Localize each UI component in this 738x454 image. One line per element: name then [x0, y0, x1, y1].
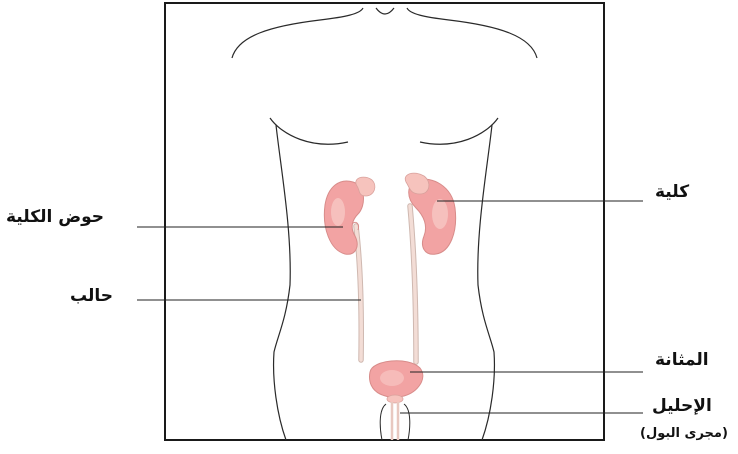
label-ureter: حالب: [70, 288, 113, 305]
left-shoulder-line: [232, 8, 363, 58]
ureters: [356, 206, 416, 362]
penis-outline: [380, 404, 410, 440]
bladder-highlight: [380, 370, 404, 386]
neck-line: [376, 8, 394, 14]
label-urethra: الإحليل: [652, 398, 712, 415]
urethra-and-penis: [380, 402, 410, 440]
bladder: [369, 361, 422, 403]
left-torso-side: [274, 125, 291, 440]
left-kidney-highlight: [331, 198, 345, 226]
urethra-tube: [392, 402, 398, 440]
label-kidney: كلية: [655, 184, 689, 201]
label-urethra-alt: (مجرى البول): [640, 427, 728, 440]
label-renal-pelvis: حوض الكلية: [6, 209, 104, 226]
left-kidney: [324, 177, 375, 254]
left-chest-line: [270, 118, 348, 144]
right-kidney-highlight: [432, 199, 448, 229]
prostate: [387, 395, 403, 403]
label-bladder: المثانة: [655, 352, 709, 369]
right-torso-side: [478, 125, 495, 440]
right-ureter-fill: [410, 206, 416, 362]
right-chest-line: [420, 118, 498, 144]
right-shoulder-line: [407, 8, 537, 58]
